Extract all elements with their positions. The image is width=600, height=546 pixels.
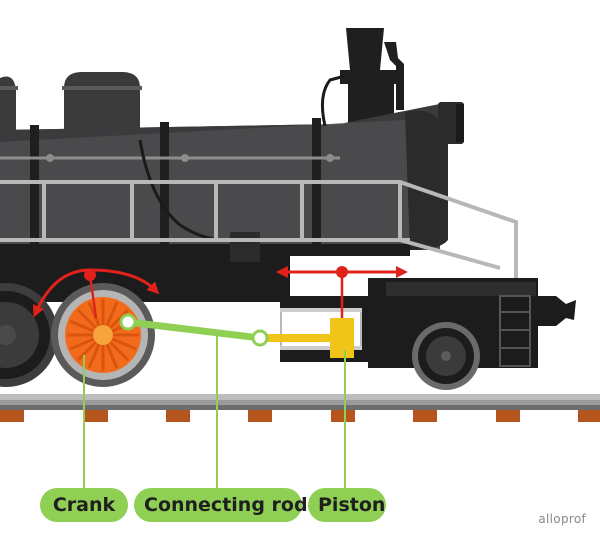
rail: [0, 394, 600, 405]
smokestack: [340, 28, 404, 124]
crank-wheel: [51, 283, 155, 387]
piston-label: Piston: [308, 488, 386, 522]
pivot-pin-icon: [119, 313, 137, 331]
crank-label: Crank: [40, 488, 128, 522]
railroad-track: [0, 394, 600, 422]
pilot-wheel: [412, 322, 480, 390]
boiler-domes: [0, 72, 142, 130]
motion-arrow-icon: [33, 268, 160, 318]
piston-rod: [262, 334, 332, 342]
steam-cylinder: [280, 296, 370, 362]
brand-logo: alloprof: [538, 512, 586, 526]
piston-motion-arrow: [276, 266, 408, 318]
handrail: [0, 180, 518, 278]
piston: [330, 318, 354, 358]
pivot-pin-icon: [251, 329, 269, 347]
rail-ties: [0, 410, 600, 422]
connecting-rod: [119, 313, 269, 347]
crank-rotation-arrow: [33, 268, 160, 319]
connecting-rod-label: Connecting rod: [134, 488, 308, 522]
label-leader-lines: [83, 330, 346, 490]
